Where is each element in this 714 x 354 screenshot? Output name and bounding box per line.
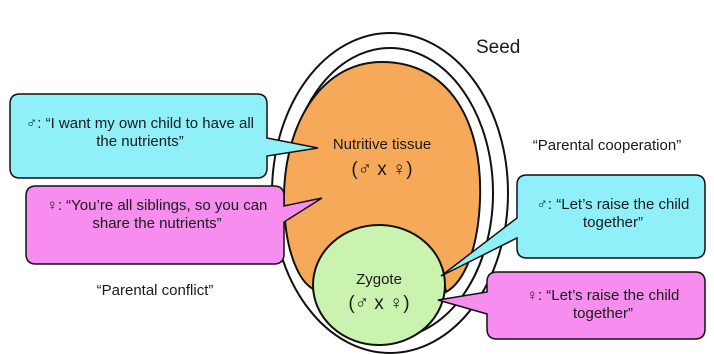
female-conflict-callout-text: ♀: “You’re all siblings, so you can shar… bbox=[46, 197, 268, 233]
male-cooperation-callout-shape bbox=[440, 174, 706, 277]
zygote-label: Zygote bbox=[356, 271, 402, 288]
female-cooperation-callout-text: ♀: “Let’s raise the child together” bbox=[526, 287, 680, 323]
male-conflict-callout-text: ♂: “I want my own child to have all the … bbox=[25, 115, 254, 151]
male-cooperation-callout-text: ♂: “Let’s raise the child together” bbox=[536, 196, 690, 232]
parental-cooperation-label: “Parental cooperation” bbox=[532, 137, 682, 154]
zygote-cross: (♂ x ♀) bbox=[348, 293, 410, 314]
nutritive-tissue-label: Nutritive tissue bbox=[332, 136, 432, 153]
seed-label: Seed bbox=[476, 37, 521, 58]
male-conflict-callout-shape bbox=[9, 93, 319, 179]
female-conflict-callout-shape bbox=[25, 185, 323, 265]
parental-conflict-label: “Parental conflict” bbox=[96, 282, 214, 299]
nutritive-tissue-cross: (♂ x ♀) bbox=[351, 159, 413, 180]
zygote-shape bbox=[312, 224, 446, 346]
female-cooperation-callout-shape bbox=[437, 271, 706, 340]
